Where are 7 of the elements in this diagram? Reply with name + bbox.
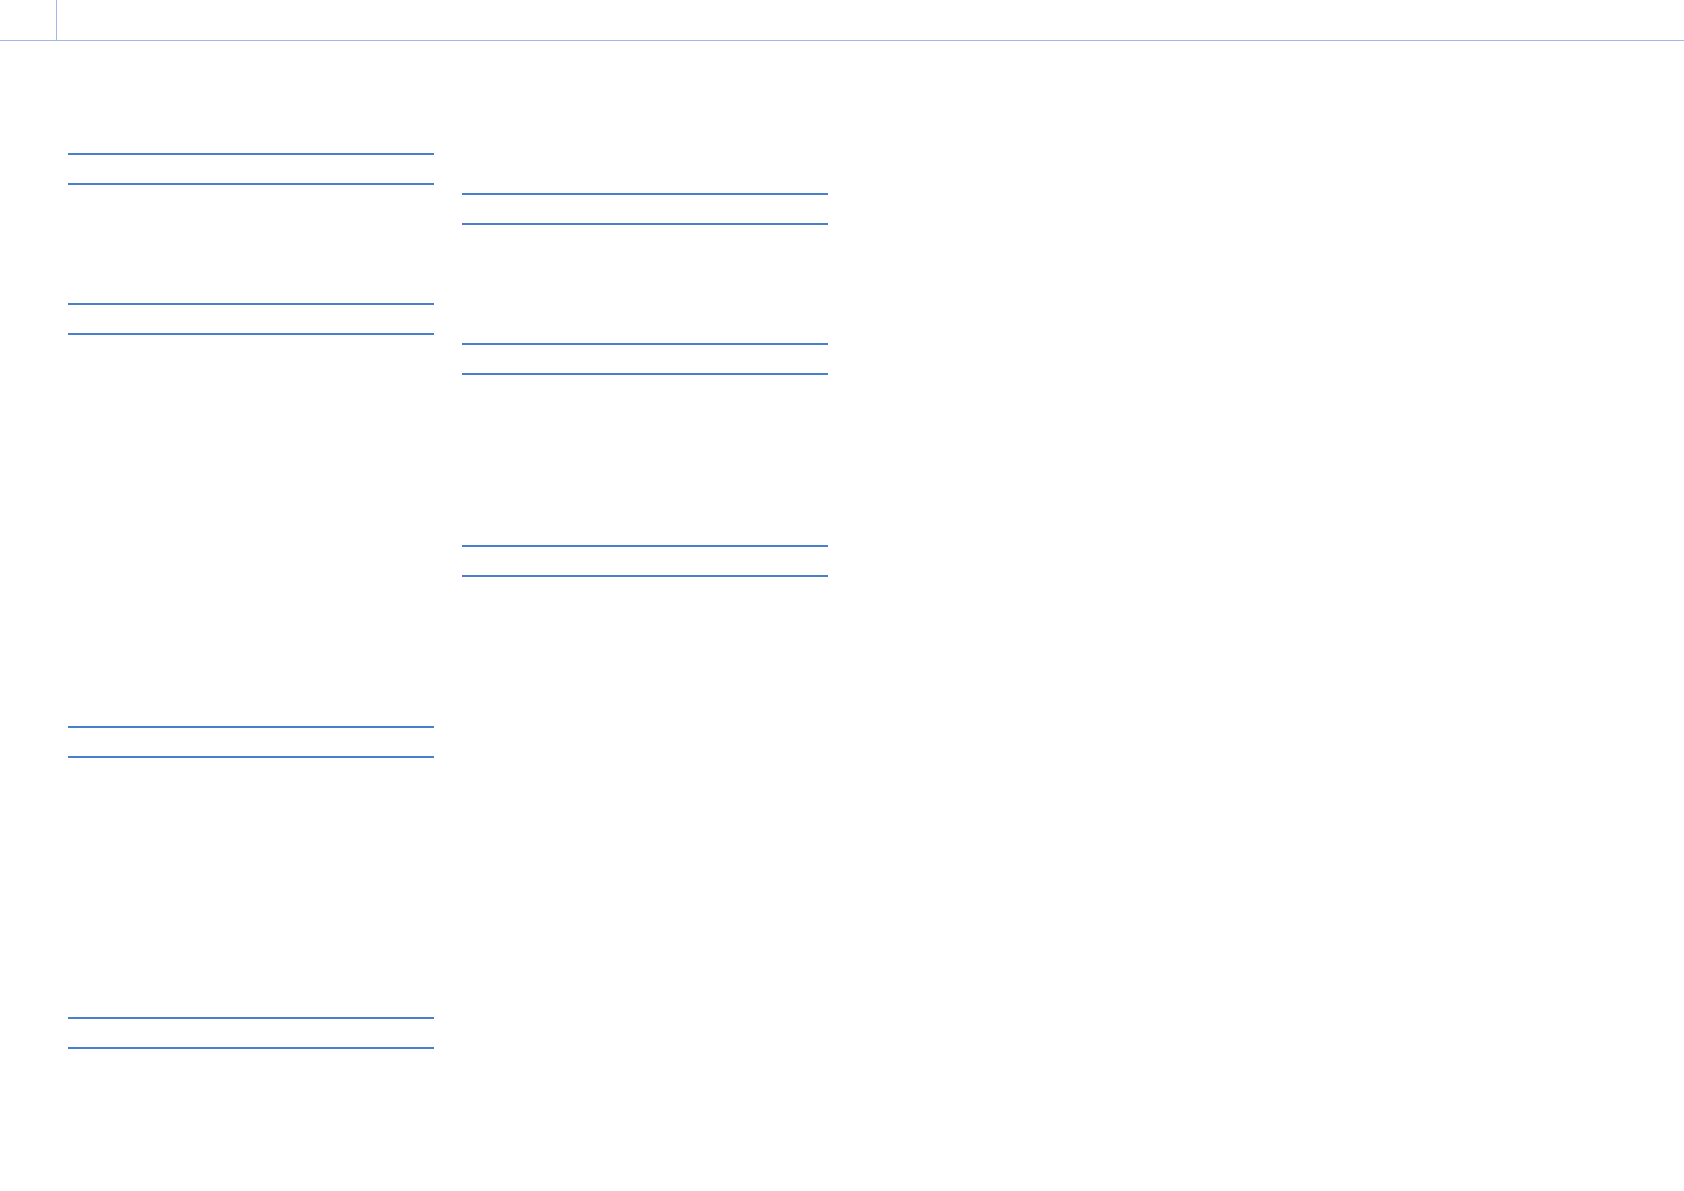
heading-band (462, 193, 828, 225)
heading-band (462, 343, 828, 375)
heading-band (68, 1017, 434, 1049)
heading-band (68, 303, 434, 335)
heading-band (462, 545, 828, 577)
heading-band (68, 153, 434, 185)
heading-band (68, 726, 434, 758)
